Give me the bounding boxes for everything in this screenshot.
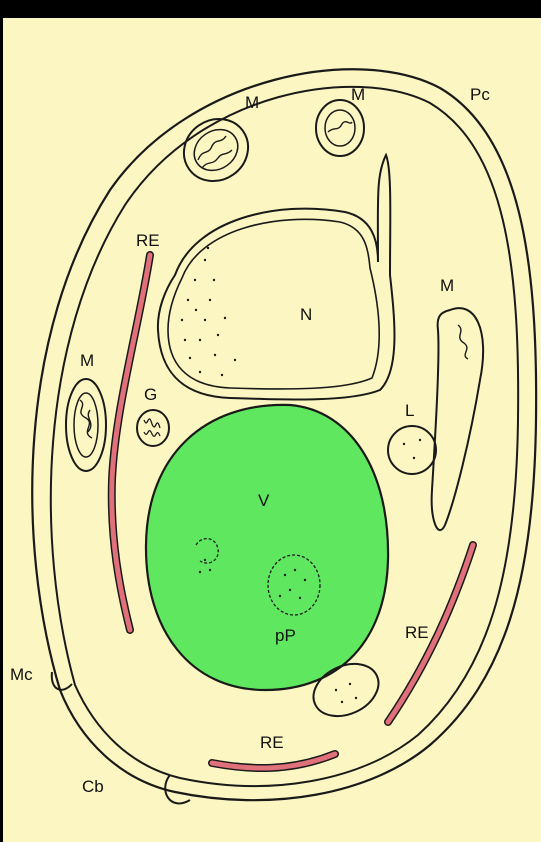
label-mitochondrion-top-right: M (351, 85, 365, 104)
label-bud-scar: Cb (82, 777, 104, 796)
label-polyphosphate: pP (275, 626, 296, 645)
label-reticulum-left: RE (136, 231, 160, 250)
label-reticulum-bottom: RE (260, 733, 284, 752)
label-golgi: G (144, 385, 157, 404)
vacuole (146, 405, 388, 690)
label-lipid: L (405, 401, 414, 420)
label-vacuole: V (258, 491, 270, 510)
label-plasma-cell: Pc (470, 85, 490, 104)
label-cell-membrane: Mc (10, 665, 33, 684)
label-mitochondrion-left: M (80, 351, 94, 370)
label-mitochondrion-top-left: M (245, 93, 259, 112)
label-nucleus: N (300, 305, 312, 324)
label-reticulum-right: RE (405, 623, 429, 642)
label-mitochondrion-right: M (440, 276, 454, 295)
